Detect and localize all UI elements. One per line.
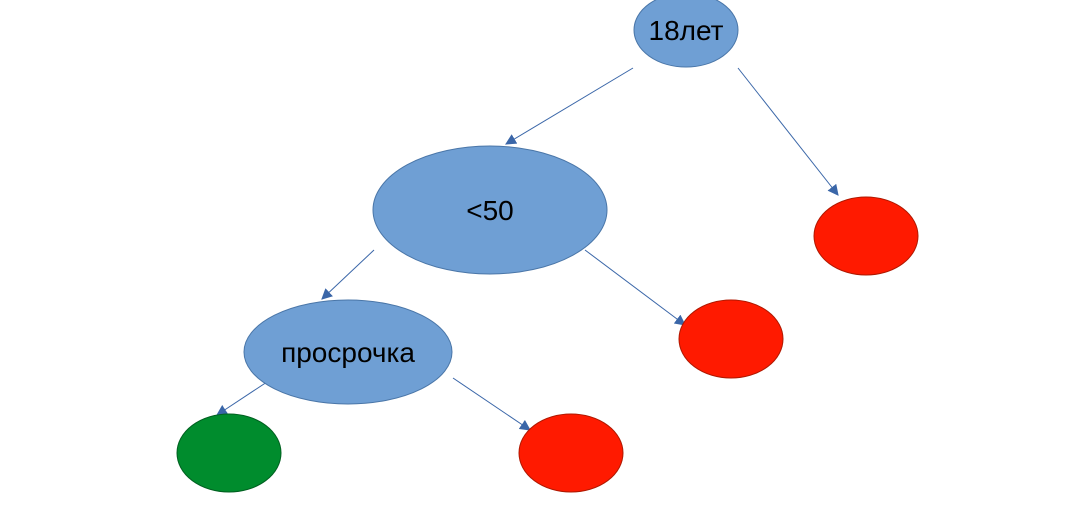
edge-under50-to-leaf-mid: [584, 249, 686, 326]
edge-root-to-under50: [505, 67, 634, 145]
node-under50-shape: [372, 145, 608, 275]
leaf-bottom-red: [518, 413, 624, 493]
edge-overdue-to-leaf-bottom: [452, 377, 531, 431]
edge-overdue-to-leaf-green: [216, 379, 271, 416]
node-under50-label: <50: [466, 195, 514, 226]
node-root: 18лет: [633, 0, 739, 68]
edge-under50-to-overdue: [321, 249, 375, 300]
leaf-mid-red: [678, 299, 784, 379]
node-overdue: просрочка: [243, 299, 453, 405]
node-under50: <50: [372, 145, 608, 275]
node-root-label: 18лет: [649, 15, 724, 46]
node-overdue-shape: [243, 299, 453, 405]
leaf-green: [176, 413, 282, 493]
leaf-right-red: [813, 196, 919, 276]
edge-root-to-leaf-right: [737, 67, 839, 196]
edges: [216, 67, 839, 431]
node-overdue-label: просрочка: [281, 337, 415, 368]
node-root-shape: [633, 0, 739, 68]
